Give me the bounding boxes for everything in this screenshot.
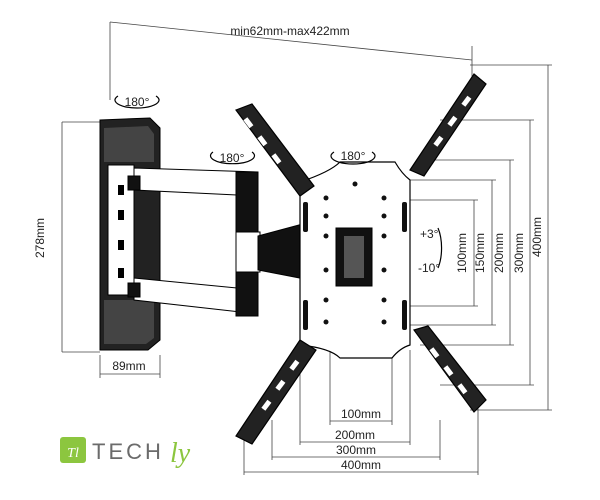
vesa-v-200-label: 200mm xyxy=(492,233,506,273)
wall-plate-height-label: 278mm xyxy=(33,218,47,258)
vesa-h-400-label: 400mm xyxy=(341,458,381,472)
logo-badge-glyph: Tl xyxy=(67,446,79,461)
dimension-lines xyxy=(61,21,552,475)
brand-name-main: TECH xyxy=(92,439,164,464)
vesa-h-100-label: 100mm xyxy=(341,407,381,421)
brand-name-accent: ly xyxy=(170,438,191,469)
wall-swivel-label: 180° xyxy=(125,95,150,109)
vesa-v-300-label: 300mm xyxy=(512,233,526,273)
vesa-h-200-label: 200mm xyxy=(335,428,375,442)
vesa-v-400-label: 400mm xyxy=(530,217,544,257)
vesa-v-100-label: 100mm xyxy=(455,233,469,273)
tilt-up-label: +3° xyxy=(420,227,439,241)
vesa-v-150-label: 150mm xyxy=(473,233,487,273)
vesa-brackets xyxy=(235,73,487,445)
rotation-arrows xyxy=(114,95,443,269)
vesa-plate xyxy=(299,161,411,359)
swing-arms xyxy=(127,167,311,317)
arm-swivel-label: 180° xyxy=(220,151,245,165)
techly-logo: Tl TECH ly xyxy=(60,437,191,469)
wall-plate-depth-label: 89mm xyxy=(112,359,145,373)
wall-plate xyxy=(99,117,161,351)
vesa-h-300-label: 300mm xyxy=(336,443,376,457)
plate-swivel-label: 180° xyxy=(341,149,366,163)
tilt-down-label: -10° xyxy=(418,261,440,275)
logo-badge xyxy=(60,437,86,463)
arm-extension-label: min62mm-max422mm xyxy=(230,24,349,38)
